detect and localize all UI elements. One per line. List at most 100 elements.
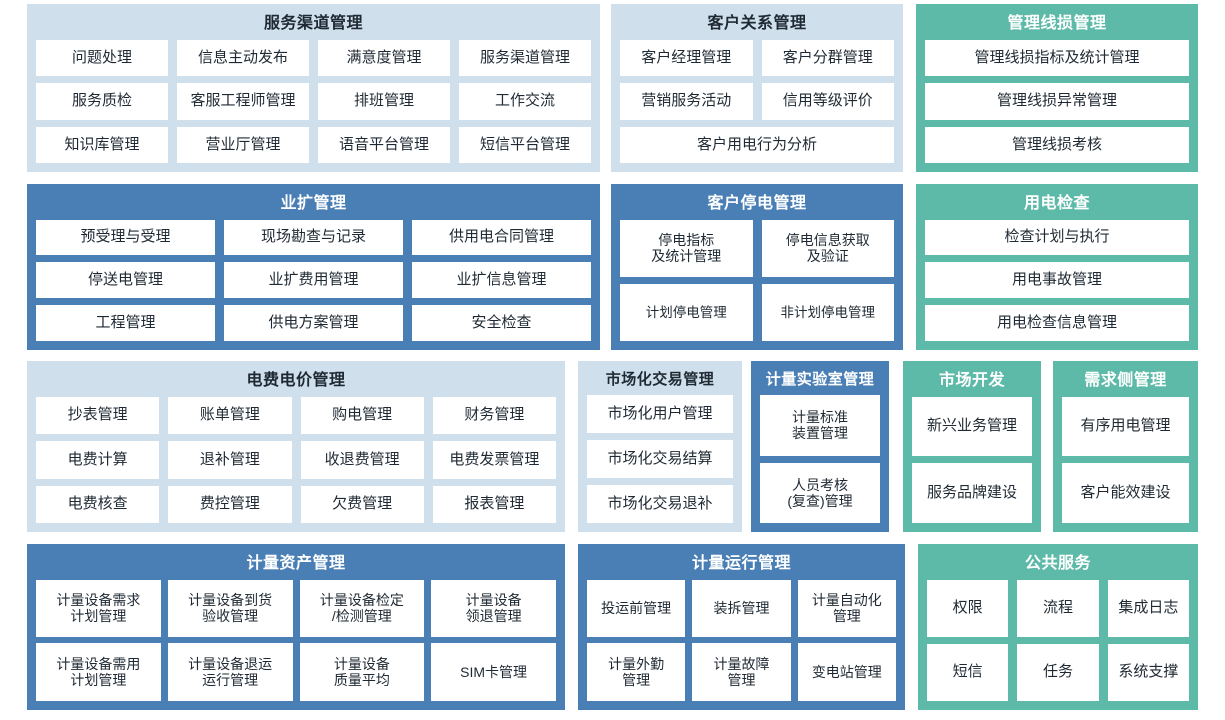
module-cell[interactable]: 安全检查	[412, 305, 591, 341]
module-cell[interactable]: 计量自动化 管理	[797, 579, 896, 638]
module-cell[interactable]: 计量设备 质量平均	[299, 643, 425, 701]
module-cell[interactable]: 供用电合同管理	[412, 219, 591, 256]
module-cell[interactable]: 电费计算	[36, 441, 160, 479]
module-cell[interactable]: 变电站管理	[797, 643, 896, 701]
panel-power-inspection[interactable]: 用电检查 检查计划与执行 用电事故管理 用电检查信息管理	[916, 184, 1198, 350]
module-cell[interactable]: 管理线损指标及统计管理	[925, 39, 1189, 77]
module-cell[interactable]: 客户用电行为分析	[620, 126, 894, 163]
module-cell[interactable]: 供电方案管理	[224, 305, 403, 341]
module-cell[interactable]: 用电检查信息管理	[925, 305, 1189, 341]
module-cell[interactable]: 财务管理	[432, 396, 556, 435]
module-cell[interactable]: 收退费管理	[300, 441, 424, 479]
panel-grid-row: 客户能效建设	[1062, 463, 1189, 523]
module-cell[interactable]: 计量故障 管理	[692, 643, 791, 701]
module-cell[interactable]: 计量设备需用 计划管理	[36, 643, 161, 701]
module-cell[interactable]: SIM卡管理	[431, 643, 556, 701]
panel-demand-side[interactable]: 需求侧管理 有序用电管理 客户能效建设	[1053, 361, 1198, 532]
module-cell[interactable]: 市场化用户管理	[587, 395, 733, 434]
module-cell[interactable]: 投运前管理	[587, 579, 686, 638]
panel-grid-row: 计量设备需求 计划管理 计量设备到货 验收管理 计量设备检定 /检测管理 计量设…	[36, 579, 556, 638]
module-cell[interactable]: 短信	[927, 643, 1009, 701]
module-cell[interactable]: 费控管理	[168, 485, 292, 523]
module-cell[interactable]: 电费核查	[36, 485, 160, 523]
module-cell[interactable]: 账单管理	[168, 396, 292, 435]
module-cell[interactable]: 客户能效建设	[1062, 463, 1189, 523]
panel-customer-outage[interactable]: 客户停电管理 停电指标 及统计管理 停电信息获取 及验证 计划停电管理 非计划停…	[611, 184, 903, 350]
module-cell[interactable]: 计划停电管理	[620, 283, 753, 341]
module-cell[interactable]: 非计划停电管理	[761, 283, 894, 341]
panel-line-loss[interactable]: 管理线损管理 管理线损指标及统计管理 管理线损异常管理 管理线损考核	[916, 4, 1198, 172]
module-cell[interactable]: 新兴业务管理	[912, 396, 1032, 457]
module-cell[interactable]: 有序用电管理	[1062, 396, 1189, 457]
module-cell[interactable]: 业扩信息管理	[412, 262, 591, 299]
module-cell[interactable]: 知识库管理	[36, 126, 168, 163]
module-cell[interactable]: 服务品牌建设	[912, 463, 1032, 523]
module-cell[interactable]: 信用等级评价	[761, 83, 894, 120]
panel-grid-row: 新兴业务管理	[912, 396, 1032, 457]
module-cell[interactable]: 信息主动发布	[177, 39, 309, 77]
row-3: 电费电价管理 抄表管理 账单管理 购电管理 财务管理 电费计算 退补管理 收退费…	[27, 361, 1198, 532]
module-cell[interactable]: 服务渠道管理	[459, 39, 591, 77]
module-cell[interactable]: 工作交流	[459, 83, 591, 120]
module-cell[interactable]: 欠费管理	[300, 485, 424, 523]
panel-market-trading[interactable]: 市场化交易管理 市场化用户管理 市场化交易结算 市场化交易退补	[578, 361, 742, 532]
module-cell[interactable]: 停电指标 及统计管理	[620, 219, 753, 277]
module-cell[interactable]: 问题处理	[36, 39, 168, 77]
module-cell[interactable]: 退补管理	[168, 441, 292, 479]
module-cell[interactable]: 人员考核 (复查)管理	[760, 462, 880, 523]
module-cell[interactable]: 客服工程师管理	[177, 83, 309, 120]
module-cell[interactable]: 服务质检	[36, 83, 168, 120]
module-cell[interactable]: 任务	[1017, 643, 1099, 701]
module-cell[interactable]: 业扩费用管理	[224, 262, 403, 299]
module-cell[interactable]: 管理线损异常管理	[925, 83, 1189, 120]
module-cell[interactable]: 满意度管理	[318, 39, 450, 77]
module-cell[interactable]: 检查计划与执行	[925, 219, 1189, 256]
panel-customer-relations[interactable]: 客户关系管理 客户经理管理 客户分群管理 营销服务活动 信用等级评价 客户用电行…	[611, 4, 903, 172]
module-cell[interactable]: 系统支撑	[1107, 643, 1189, 701]
module-cell[interactable]: 管理线损考核	[925, 126, 1189, 163]
panel-grid-row: 问题处理 信息主动发布 满意度管理 服务渠道管理	[36, 39, 591, 77]
module-cell[interactable]: 计量设备检定 /检测管理	[299, 579, 425, 638]
module-cell[interactable]: 客户经理管理	[620, 39, 753, 77]
module-cell[interactable]: 短信平台管理	[459, 126, 591, 163]
module-cell[interactable]: 市场化交易结算	[587, 440, 733, 479]
module-cell[interactable]: 装拆管理	[692, 579, 791, 638]
module-cell[interactable]: 用电事故管理	[925, 262, 1189, 299]
panel-metering-lab[interactable]: 计量实验室管理 计量标准 装置管理 人员考核 (复查)管理	[751, 361, 889, 532]
module-cell[interactable]: 流程	[1017, 579, 1099, 637]
module-cell[interactable]: 工程管理	[36, 305, 215, 341]
module-cell[interactable]: 抄表管理	[36, 396, 160, 435]
module-cell[interactable]: 营业厅管理	[177, 126, 309, 163]
module-cell[interactable]: 预受理与受理	[36, 219, 215, 256]
panel-metering-operation[interactable]: 计量运行管理 投运前管理 装拆管理 计量自动化 管理 计量外勤 管理 计量故障 …	[578, 544, 905, 710]
module-cell[interactable]: 市场化交易退补	[587, 485, 733, 524]
module-cell[interactable]: 计量设备到货 验收管理	[167, 579, 293, 638]
module-cell[interactable]: 客户分群管理	[761, 39, 894, 77]
module-cell[interactable]: 停送电管理	[36, 262, 215, 299]
module-cell[interactable]: 计量设备 领退管理	[431, 579, 556, 638]
module-cell[interactable]: 集成日志	[1107, 579, 1189, 637]
panel-grid: 计量标准 装置管理 人员考核 (复查)管理	[760, 395, 880, 523]
panel-business-expansion[interactable]: 业扩管理 预受理与受理 现场勘查与记录 供用电合同管理 停送电管理 业扩费用管理…	[27, 184, 600, 350]
module-cell[interactable]: 现场勘查与记录	[224, 219, 403, 256]
module-cell[interactable]: 报表管理	[432, 485, 556, 523]
panel-market-development[interactable]: 市场开发 新兴业务管理 服务品牌建设	[903, 361, 1041, 532]
module-cell[interactable]: 计量设备退运 运行管理	[167, 643, 293, 701]
panel-public-service[interactable]: 公共服务 权限 流程 集成日志 短信 任务 系统支撑	[918, 544, 1198, 710]
module-cell[interactable]: 语音平台管理	[318, 126, 450, 163]
module-cell[interactable]: 计量设备需求 计划管理	[36, 579, 161, 638]
module-cell[interactable]: 停电信息获取 及验证	[761, 219, 894, 277]
panel-metering-assets[interactable]: 计量资产管理 计量设备需求 计划管理 计量设备到货 验收管理 计量设备检定 /检…	[27, 544, 565, 710]
module-cell[interactable]: 购电管理	[300, 396, 424, 435]
module-cell[interactable]: 计量外勤 管理	[587, 643, 686, 701]
module-cell[interactable]: 电费发票管理	[432, 441, 556, 479]
panel-tariff[interactable]: 电费电价管理 抄表管理 账单管理 购电管理 财务管理 电费计算 退补管理 收退费…	[27, 361, 565, 532]
module-cell[interactable]: 营销服务活动	[620, 83, 753, 120]
panel-grid-row: 客户经理管理 客户分群管理	[620, 39, 894, 77]
panel-grid-row: 市场化交易退补	[587, 485, 733, 524]
module-cell[interactable]: 权限	[927, 579, 1009, 637]
module-cell[interactable]: 排班管理	[318, 83, 450, 120]
panel-grid: 问题处理 信息主动发布 满意度管理 服务渠道管理 服务质检 客服工程师管理 排班…	[36, 39, 591, 163]
module-cell[interactable]: 计量标准 装置管理	[760, 395, 880, 456]
panel-service-channel[interactable]: 服务渠道管理 问题处理 信息主动发布 满意度管理 服务渠道管理 服务质检 客服工…	[27, 4, 600, 172]
